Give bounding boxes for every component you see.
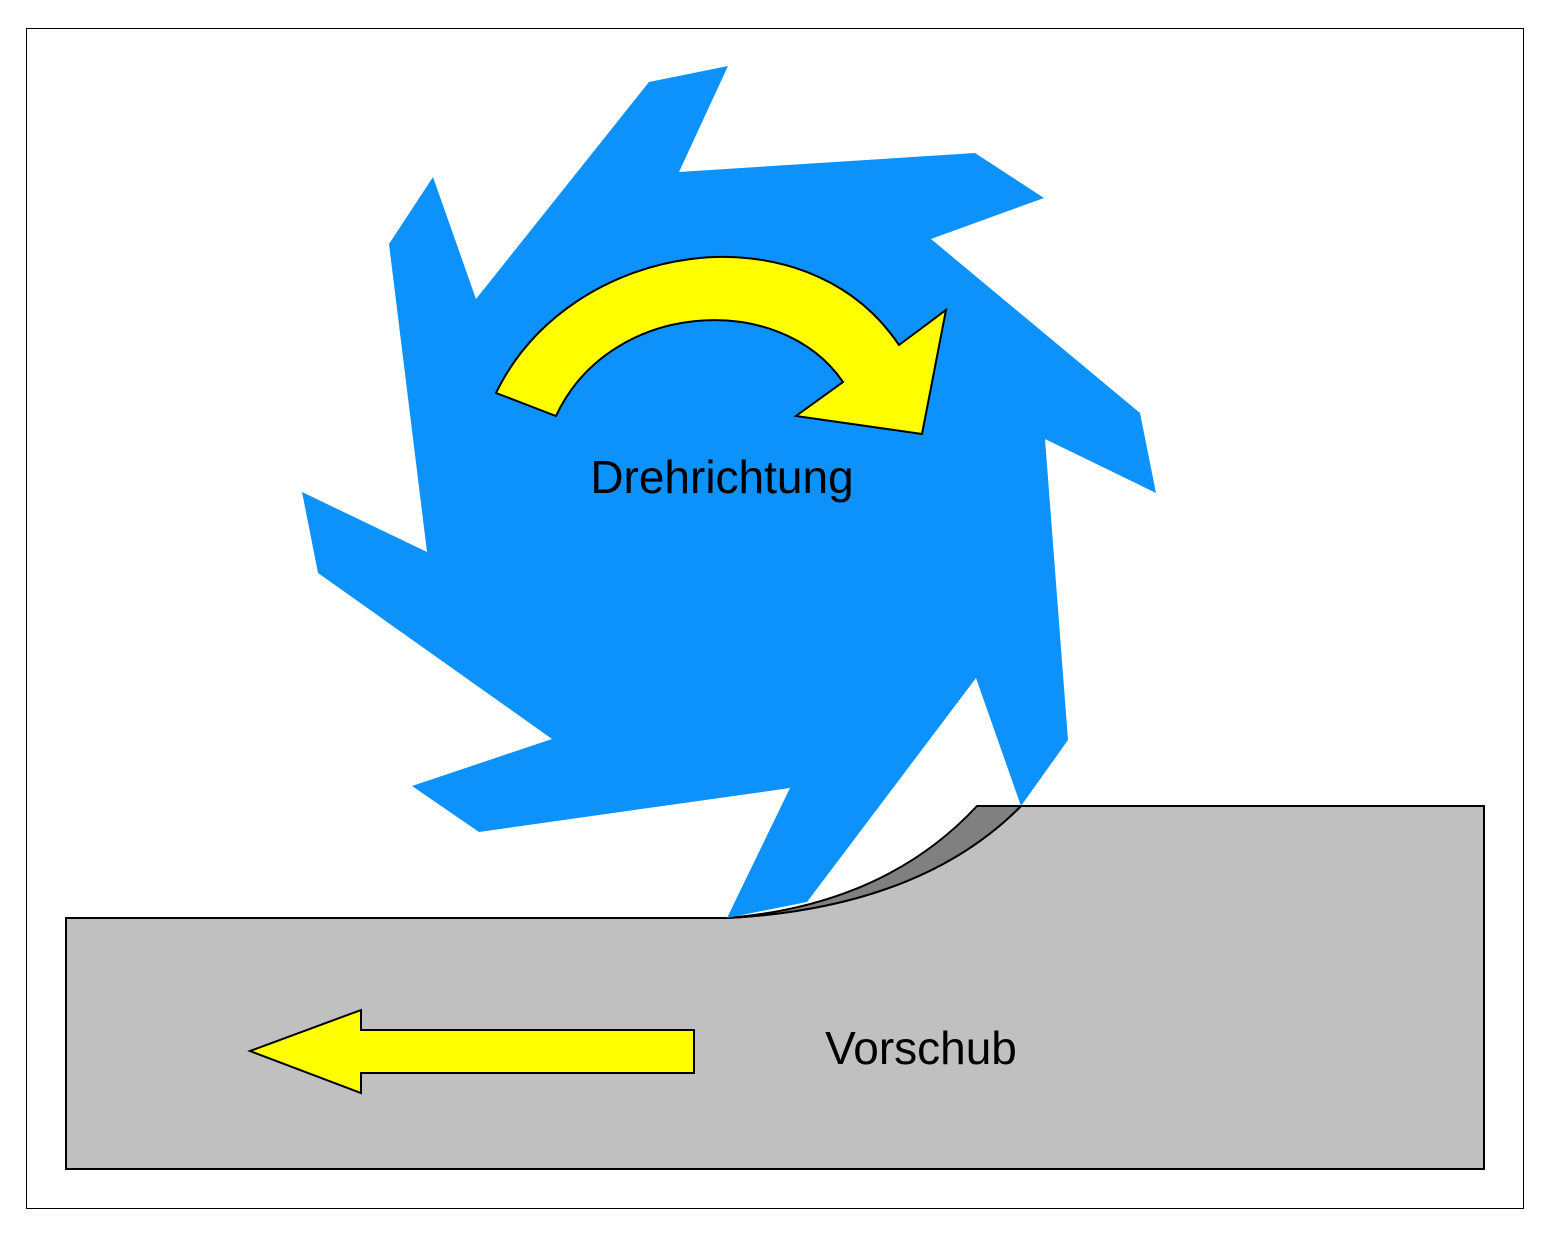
feed-label: Vorschub (825, 1022, 1017, 1074)
chip (726, 805, 1022, 919)
rotation-arrow (494, 255, 948, 436)
milling-cutter (302, 66, 1156, 918)
rotation-label: Drehrichtung (590, 451, 853, 503)
feed-arrow (247, 1008, 695, 1095)
